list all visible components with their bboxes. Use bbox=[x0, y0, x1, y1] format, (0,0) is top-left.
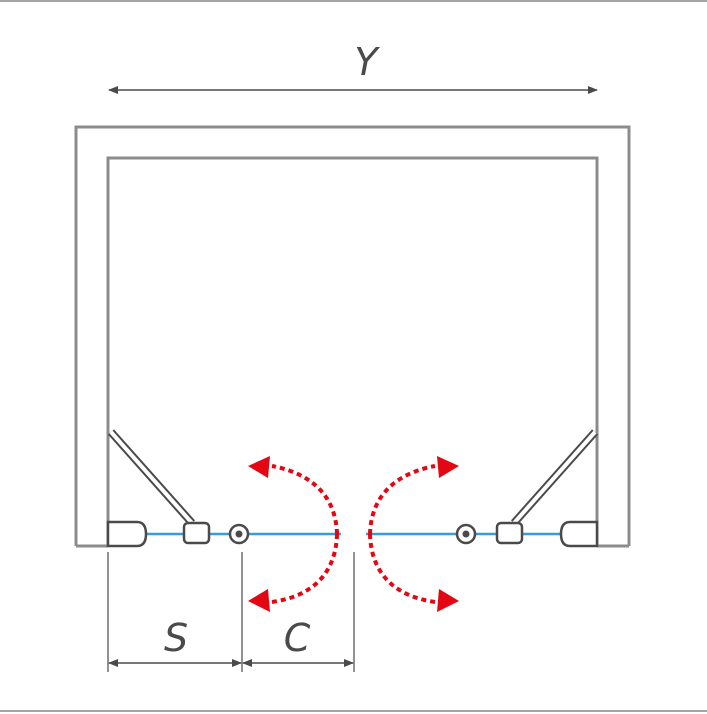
right-door-knob bbox=[455, 523, 477, 545]
inner-wall bbox=[106, 156, 599, 546]
left-swing-arrowhead-inward bbox=[248, 456, 270, 478]
right-swing-arrowhead-outward bbox=[437, 589, 459, 612]
left-wall-profile bbox=[106, 520, 148, 548]
left-door-knob bbox=[228, 523, 250, 545]
left-hinge bbox=[182, 521, 211, 545]
door-label: C bbox=[284, 616, 311, 660]
right-swing-arc-outward bbox=[368, 533, 436, 604]
width-dimension: Y bbox=[108, 40, 598, 94]
right-wall-profile bbox=[559, 520, 599, 548]
left-swing-arc-inward bbox=[271, 464, 339, 535]
right-swing-arc-inward bbox=[368, 464, 436, 535]
right-door-swing-arrows bbox=[368, 456, 459, 612]
bottom-dimensions: S C bbox=[107, 552, 355, 672]
side-panel-label: S bbox=[164, 616, 188, 660]
left-swing-arc-outward bbox=[271, 533, 339, 604]
width-label: Y bbox=[354, 40, 380, 84]
right-hinge bbox=[495, 521, 524, 545]
right-folded-panel bbox=[511, 429, 598, 526]
wall-frame bbox=[74, 125, 631, 548]
outer-wall bbox=[74, 125, 631, 546]
right-swing-arrowhead-inward bbox=[437, 456, 459, 478]
left-swing-arrowhead-outward bbox=[248, 589, 270, 612]
left-folded-panel bbox=[108, 429, 195, 526]
left-door-swing-arrows bbox=[248, 456, 339, 612]
